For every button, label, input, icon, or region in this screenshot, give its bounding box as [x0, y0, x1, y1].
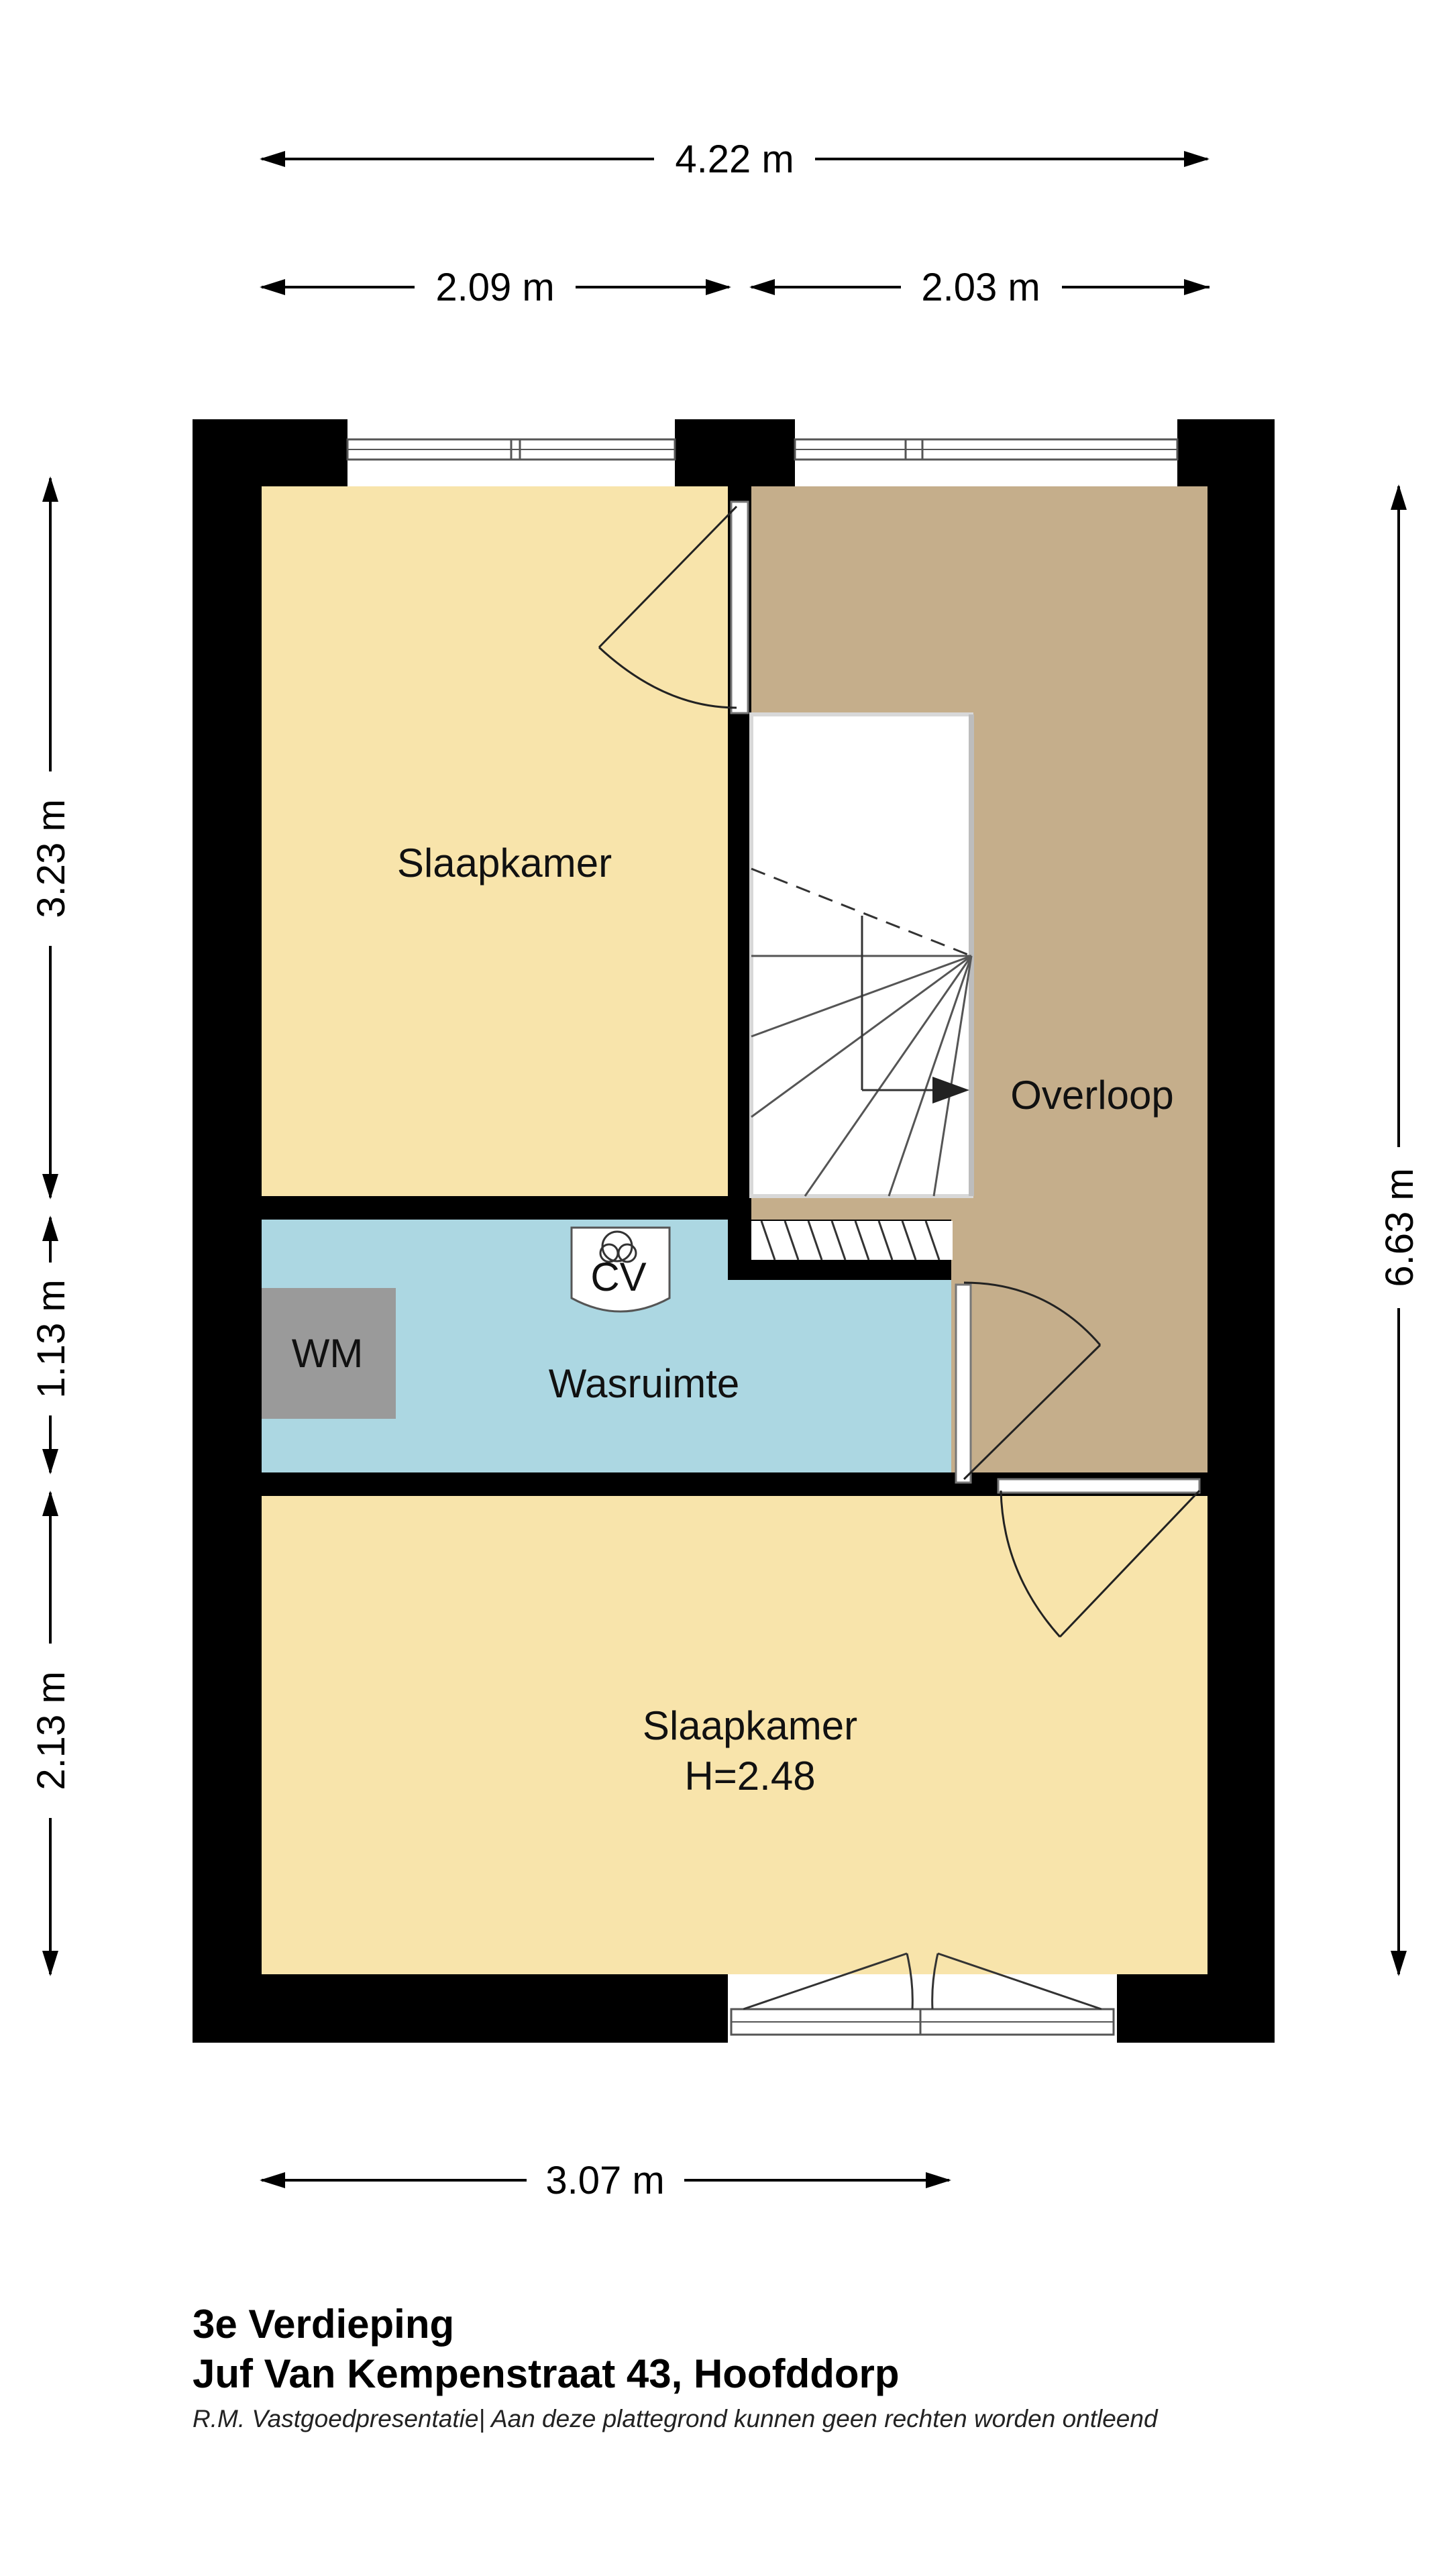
window-bottom [728, 1952, 1117, 2043]
washing-machine-label: WM [292, 1331, 364, 1376]
room-label-laundry: Wasruimte [549, 1361, 739, 1406]
dimension-top-total: 4.22 m [260, 138, 1210, 181]
dimension-label: 1.13 m [30, 1279, 73, 1398]
floor-plan: 4.22 m 2.09 m 2.03 m 3.23 m 1.13 m 2.13 … [30, 138, 1421, 2202]
dimension-label: 3.07 m [545, 2159, 664, 2202]
room-label-bedroom-top: Slaapkamer [397, 841, 612, 885]
door-bedroom-bottom [997, 1478, 1201, 1638]
window-top-left [346, 419, 676, 486]
washing-machine: WM [262, 1288, 396, 1419]
dimension-label: 3.23 m [30, 799, 73, 918]
staircase [749, 712, 974, 1198]
room-height-label: H=2.48 [684, 1754, 815, 1799]
dimension-top-left: 2.09 m [260, 266, 731, 309]
hatched-shaft [751, 1220, 953, 1260]
room-label-bedroom-bottom: Slaapkamer [643, 1703, 857, 1748]
dimension-label: 2.13 m [30, 1671, 73, 1790]
arrow-icon [932, 1077, 969, 1104]
dimension-label: 4.22 m [675, 138, 794, 181]
door-laundry [955, 1281, 1102, 1484]
boiler-label: CV [590, 1254, 646, 1299]
window-top-right [794, 419, 1179, 486]
dimension-label: 6.63 m [1378, 1168, 1421, 1287]
dimension-left-lower: 2.13 m [30, 1491, 73, 1976]
address: Juf Van Kempenstraat 43, Hoofddorp [193, 2351, 900, 2396]
plan-caption: 3e Verdieping Juf Van Kempenstraat 43, H… [193, 2300, 1158, 2439]
dimension-left-middle: 1.13 m [30, 1216, 73, 1474]
dimension-label: 2.03 m [921, 266, 1040, 309]
dimension-left-upper: 3.23 m [30, 476, 73, 1199]
room-label-landing: Overloop [1010, 1073, 1173, 1118]
dimension-label: 2.09 m [435, 266, 554, 309]
door-bedroom-top [598, 500, 749, 714]
floor-title: 3e Verdieping [193, 2302, 455, 2347]
disclaimer: R.M. Vastgoedpresentatie| Aan deze platt… [193, 2405, 1158, 2432]
dimension-right-total: 6.63 m [1378, 484, 1421, 1976]
dimension-bottom: 3.07 m [260, 2159, 951, 2202]
room-bedroom-bottom [262, 1496, 1208, 1974]
room-bedroom-top [262, 486, 728, 1196]
dimension-top-right: 2.03 m [749, 266, 1210, 309]
boiler: CV [570, 1226, 671, 1313]
